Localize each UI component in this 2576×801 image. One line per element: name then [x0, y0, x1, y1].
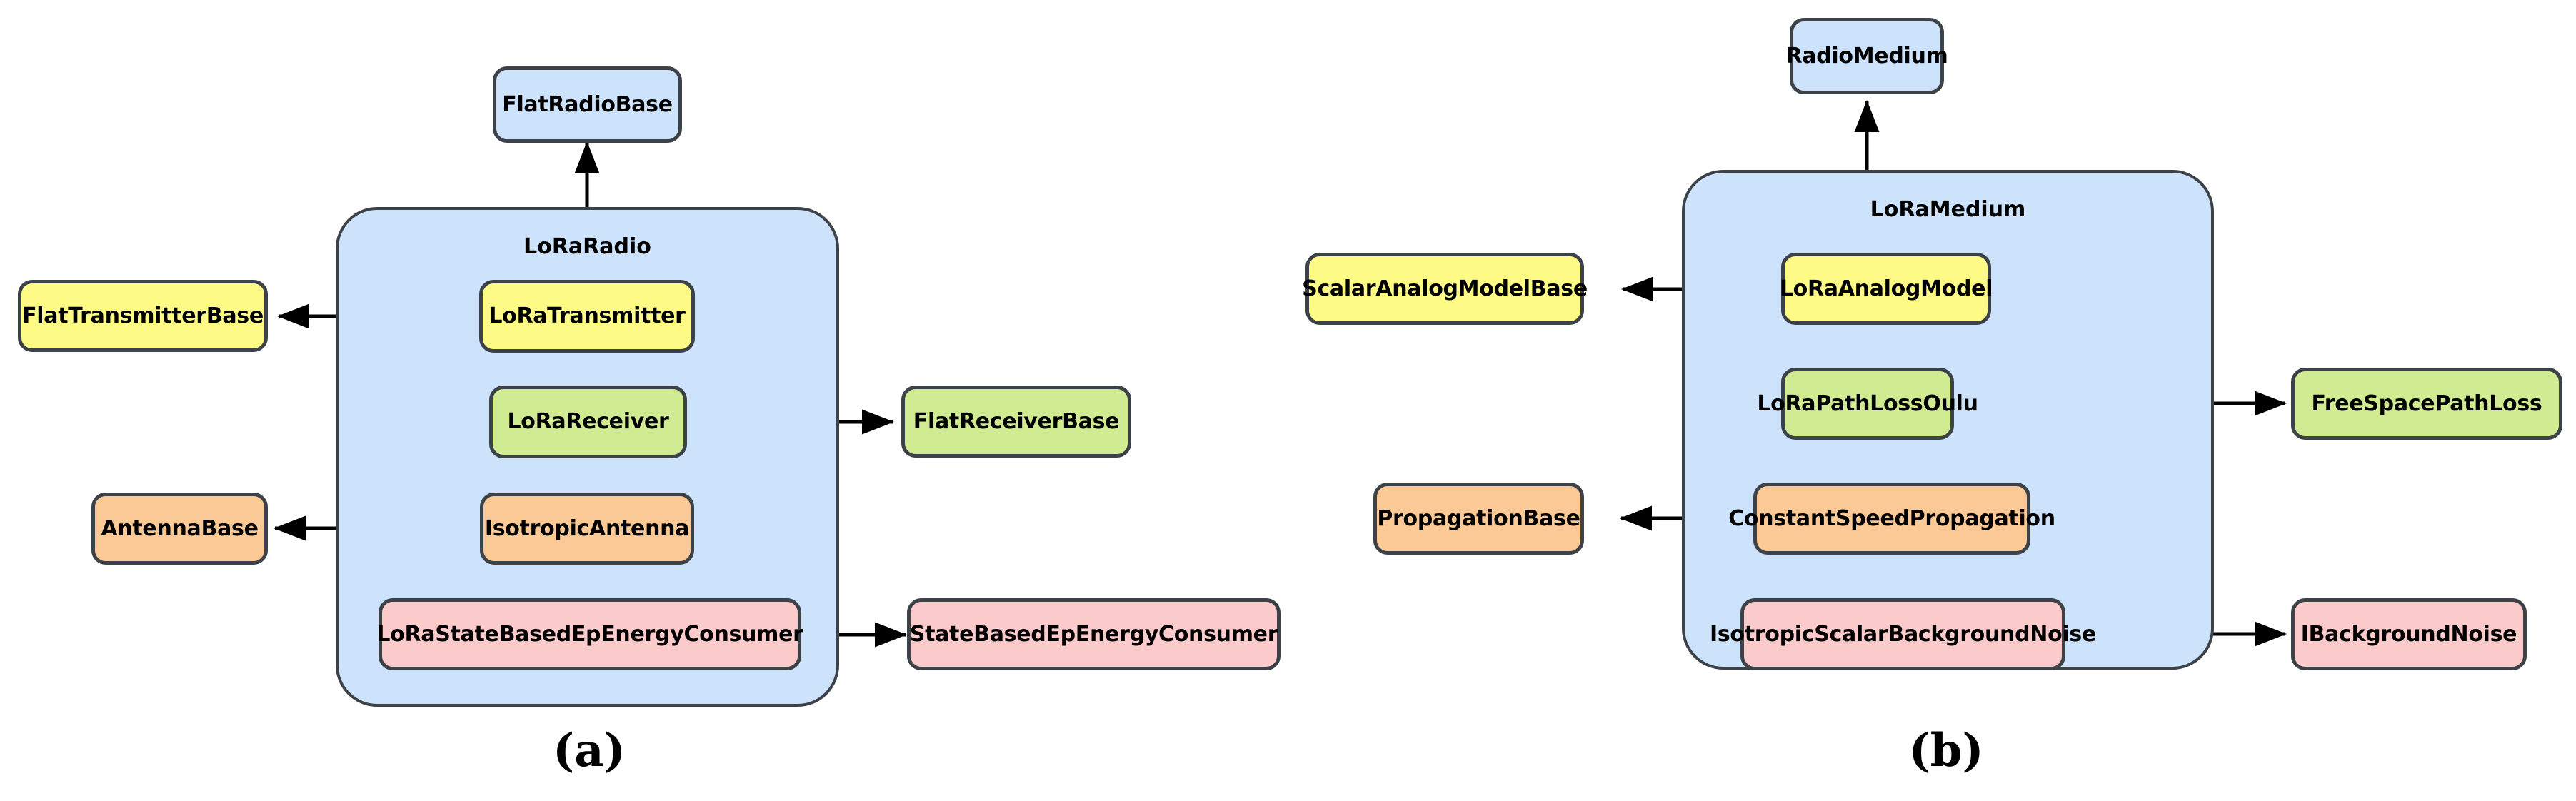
node-flattransmitterbase[interactable]: FlatTransmitterBase [18, 280, 268, 352]
node-lorastatebasedepenergyconsumer[interactable]: LoRaStateBasedEpEnergyConsumer [376, 598, 803, 670]
node-scalaranalogmodelbase[interactable]: ScalarAnalogModelBase [1302, 253, 1588, 325]
node-lorapathlossoulu[interactable]: LoRaPathLossOulu [1757, 368, 1978, 440]
node-label: LoRaStateBasedEpEnergyConsumer [376, 621, 803, 647]
node-label: IBackgroundNoise [2300, 621, 2517, 647]
node-label: LoRaTransmitter [488, 303, 686, 329]
node-loraanalogmodel[interactable]: LoRaAnalogModel [1779, 253, 1993, 325]
container-title-loraradio: LoRaRadio [523, 234, 651, 259]
panel-caption-a: (a) [552, 724, 626, 777]
node-constantspeedpropagation[interactable]: ConstantSpeedPropagation [1728, 483, 2055, 555]
node-label: LoRaReceiver [507, 409, 669, 435]
node-radiomedium[interactable]: RadioMedium [1786, 18, 1948, 94]
node-label: AntennaBase [101, 515, 259, 541]
node-label: StateBasedEpEnergyConsumer [909, 621, 1278, 647]
node-label: FreeSpacePathLoss [2311, 391, 2542, 416]
node-label: LoRaAnalogModel [1779, 276, 1993, 301]
node-label: FlatRadioBase [502, 91, 673, 117]
node-label: LoRaPathLossOulu [1757, 391, 1978, 416]
node-label: FlatReceiverBase [913, 408, 1120, 434]
node-propagationbase[interactable]: PropagationBase [1373, 483, 1584, 555]
node-label: RadioMedium [1785, 43, 1948, 69]
node-antennabase[interactable]: AntennaBase [91, 493, 268, 565]
node-statebasedepenergyconsumer[interactable]: StateBasedEpEnergyConsumer [907, 598, 1281, 670]
node-label: ConstantSpeedPropagation [1728, 505, 2055, 531]
node-loratransmitter[interactable]: LoRaTransmitter [479, 280, 695, 353]
node-label: IsotropicAntenna [484, 515, 690, 541]
node-isotropicscalarbackgroundnoise[interactable]: IsotropicScalarBackgroundNoise [1710, 598, 2096, 670]
node-freespacepathloss[interactable]: FreeSpacePathLoss [2291, 368, 2562, 440]
node-label: IsotropicScalarBackgroundNoise [1710, 621, 2096, 647]
panel-caption-b: (b) [1908, 724, 1984, 777]
container-title-loramedium: LoRaMedium [1870, 197, 2026, 222]
node-label: FlatTransmitterBase [22, 303, 264, 328]
node-flatreceiverbase[interactable]: FlatReceiverBase [901, 386, 1131, 458]
node-label: PropagationBase [1377, 505, 1580, 531]
node-isotropicantenna[interactable]: IsotropicAntenna [480, 493, 694, 565]
node-ibackgroundnoise[interactable]: IBackgroundNoise [2291, 598, 2527, 670]
node-label: ScalarAnalogModelBase [1302, 276, 1588, 301]
node-lorareceiver[interactable]: LoRaReceiver [489, 386, 687, 458]
node-flatradiobase[interactable]: FlatRadioBase [493, 66, 682, 143]
